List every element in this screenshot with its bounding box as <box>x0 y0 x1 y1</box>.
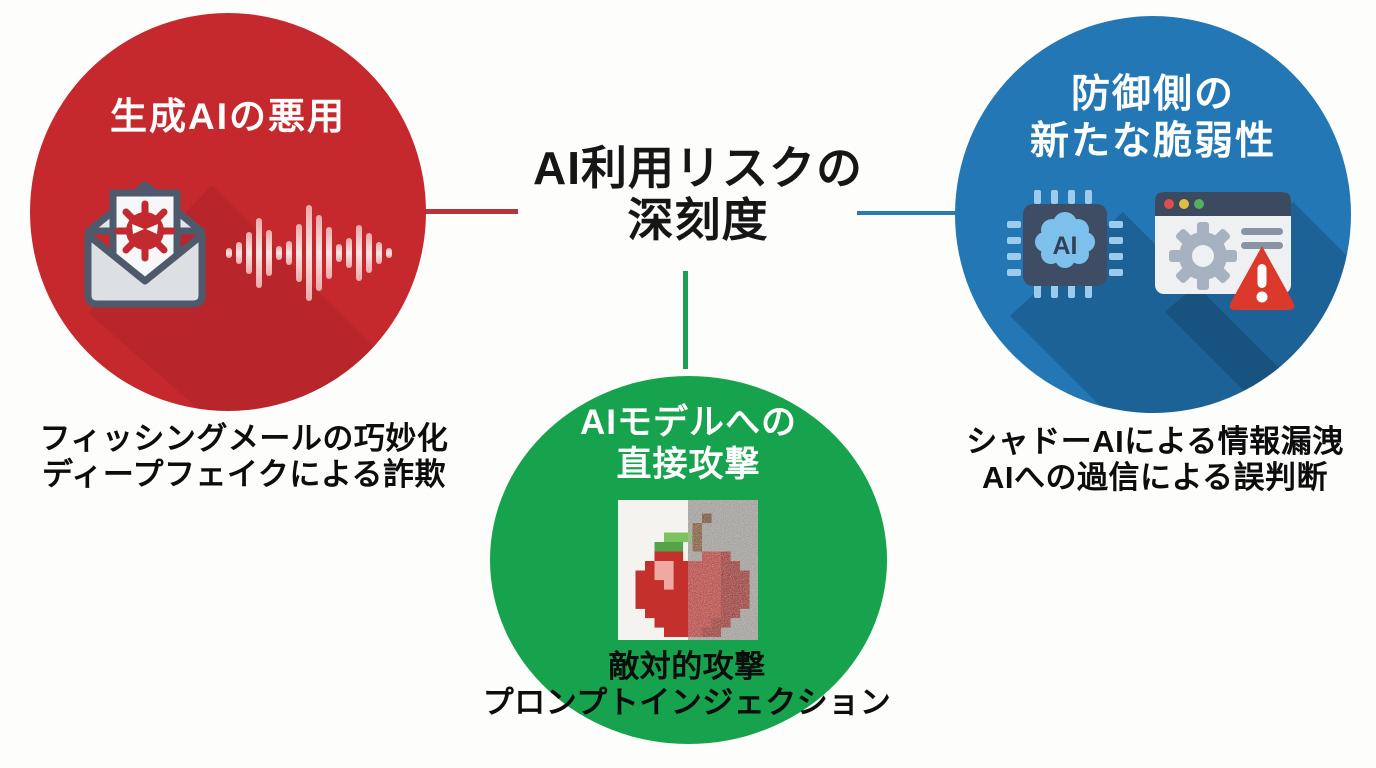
connector-defense <box>857 211 956 215</box>
misuse-caption-line2: ディープフェイクによる詐欺 <box>42 457 446 493</box>
attack-caption-line1: 敵対的攻撃 <box>608 649 766 684</box>
connector-misuse <box>424 209 518 214</box>
browser-warning-icon <box>1153 186 1303 316</box>
adversarial-noise-overlay <box>688 500 758 640</box>
defense-caption-line1: シャドーAIによる情報漏洩 <box>966 424 1344 459</box>
attack-title-line1: AIモデルへの <box>579 403 797 442</box>
risk-node-defense: 防御側の 新たな脆弱性 <box>955 16 1351 413</box>
warning-triangle-glyph <box>1229 246 1295 310</box>
connector-attack <box>683 271 688 369</box>
defense-caption-line2: AIへの過信による誤判断 <box>981 460 1329 496</box>
attack-caption: 敵対的攻撃 プロンプトインジェクション <box>467 649 907 722</box>
defense-title-line2: 新たな脆弱性 <box>1029 119 1276 163</box>
chip-label: AI <box>1053 232 1078 260</box>
malware-email-icon <box>75 171 215 311</box>
diagram-title-line2: 深刻度 <box>627 194 769 247</box>
brain-glyph <box>1035 212 1095 268</box>
attack-title: AIモデルへの 直接攻撃 <box>490 402 887 486</box>
virus-glyph <box>114 200 176 262</box>
misuse-caption: フィッシングメールの巧妙化 ディープフェイクによる詐欺 <box>22 421 466 494</box>
risk-node-attack: AIモデルへの 直接攻撃 <box>490 376 887 744</box>
attack-caption-line2: プロンプトインジェクション <box>482 685 892 721</box>
ai-chip-icon: AI <box>1005 188 1125 300</box>
misuse-title: 生成AIの悪用 <box>110 96 346 137</box>
diagram-title: AI利用リスクの 深刻度 <box>468 142 928 247</box>
voice-waveform-icon <box>226 203 392 303</box>
defense-title: 防御側の 新たな脆弱性 <box>955 72 1351 166</box>
attack-title-line2: 直接攻撃 <box>616 445 761 484</box>
adversarial-apple-icon <box>618 500 758 640</box>
gear-glyph <box>1169 222 1237 290</box>
misuse-caption-line1: フィッシングメールの巧妙化 <box>39 421 449 456</box>
risk-node-misuse: 生成AIの悪用 <box>30 13 426 411</box>
diagram-title-line1: AI利用リスクの <box>533 142 863 194</box>
defense-title-line1: 防御側の <box>1070 73 1235 116</box>
defense-caption: シャドーAIによる情報漏洩 AIへの過信による誤判断 <box>933 424 1376 497</box>
